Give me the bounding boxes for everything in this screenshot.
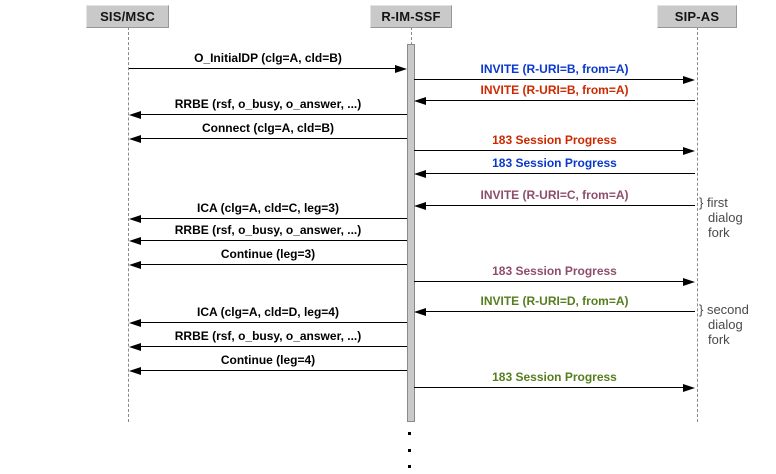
message-label: 183 Session Progress (492, 156, 617, 170)
message-label: INVITE (R-URI=C, from=A) (480, 188, 629, 202)
message-line (425, 205, 695, 206)
message-arrowhead-left (129, 215, 141, 223)
message-label: RRBE (rsf, o_busy, o_answer, ...) (174, 97, 362, 111)
actor-box-r-im-ssf: R-IM-SSF (370, 5, 452, 28)
message-line (425, 311, 695, 312)
annotation-line: } second (699, 302, 749, 317)
message-arrowhead-left (414, 97, 426, 105)
message-arrowhead-left (129, 135, 141, 143)
actor-box-sip-as: SIP-AS (657, 5, 737, 28)
message-label: O_InitialDP (clg=A, cld=B) (194, 51, 342, 65)
message-label: 183 Session Progress (492, 370, 617, 384)
continuation-dot (408, 432, 411, 435)
lifeline-sis-msc (128, 27, 129, 422)
annotation-line: dialog (708, 210, 743, 225)
message-line (129, 68, 396, 69)
message-label: RRBE (rsf, o_busy, o_answer, ...) (174, 329, 362, 343)
message-line (140, 322, 407, 323)
message-label: ICA (clg=A, cld=C, leg=3) (197, 201, 339, 215)
message-label: INVITE (R-URI=B, from=A) (480, 62, 629, 76)
message-line (414, 150, 684, 151)
message-line (140, 240, 407, 241)
message-line (140, 218, 407, 219)
message-arrowhead-left (129, 367, 141, 375)
message-line (140, 114, 407, 115)
message-arrowhead-left (129, 261, 141, 269)
message-arrowhead-left (129, 319, 141, 327)
message-label: Connect (clg=A, cld=B) (201, 121, 335, 135)
message-arrowhead-right (683, 76, 695, 84)
lifeline-sip-as (697, 27, 698, 422)
actor-box-sis-msc: SIS/MSC (86, 5, 169, 28)
message-line (414, 281, 684, 282)
message-label: Continue (leg=4) (220, 353, 316, 367)
message-line (414, 387, 684, 388)
message-label: INVITE (R-URI=B, from=A) (480, 83, 629, 97)
message-arrowhead-left (129, 111, 141, 119)
message-label: 183 Session Progress (492, 133, 617, 147)
message-arrowhead-left (129, 237, 141, 245)
annotation-line: } first (699, 195, 728, 210)
message-line (140, 138, 407, 139)
message-line (140, 370, 407, 371)
message-line (140, 264, 407, 265)
message-line (140, 346, 407, 347)
message-line (414, 79, 684, 80)
message-label: INVITE (R-URI=D, from=A) (480, 294, 629, 308)
message-label: ICA (clg=A, cld=D, leg=4) (197, 305, 339, 319)
message-arrowhead-right (395, 65, 407, 73)
message-arrowhead-right (683, 278, 695, 286)
message-line (425, 100, 695, 101)
continuation-dot (408, 449, 411, 452)
message-label: RRBE (rsf, o_busy, o_answer, ...) (174, 223, 362, 237)
annotation-line: fork (708, 332, 730, 347)
annotation-line: dialog (708, 317, 743, 332)
message-arrowhead-right (683, 147, 695, 155)
message-label: 183 Session Progress (492, 264, 617, 278)
message-arrowhead-right (683, 384, 695, 392)
message-arrowhead-left (414, 170, 426, 178)
message-arrowhead-left (414, 202, 426, 210)
message-arrowhead-left (129, 343, 141, 351)
activation-bar (407, 44, 415, 422)
message-label: Continue (leg=3) (220, 247, 316, 261)
annotation-line: fork (708, 225, 730, 240)
continuation-dot (408, 465, 411, 468)
message-arrowhead-left (414, 308, 426, 316)
message-line (425, 173, 695, 174)
